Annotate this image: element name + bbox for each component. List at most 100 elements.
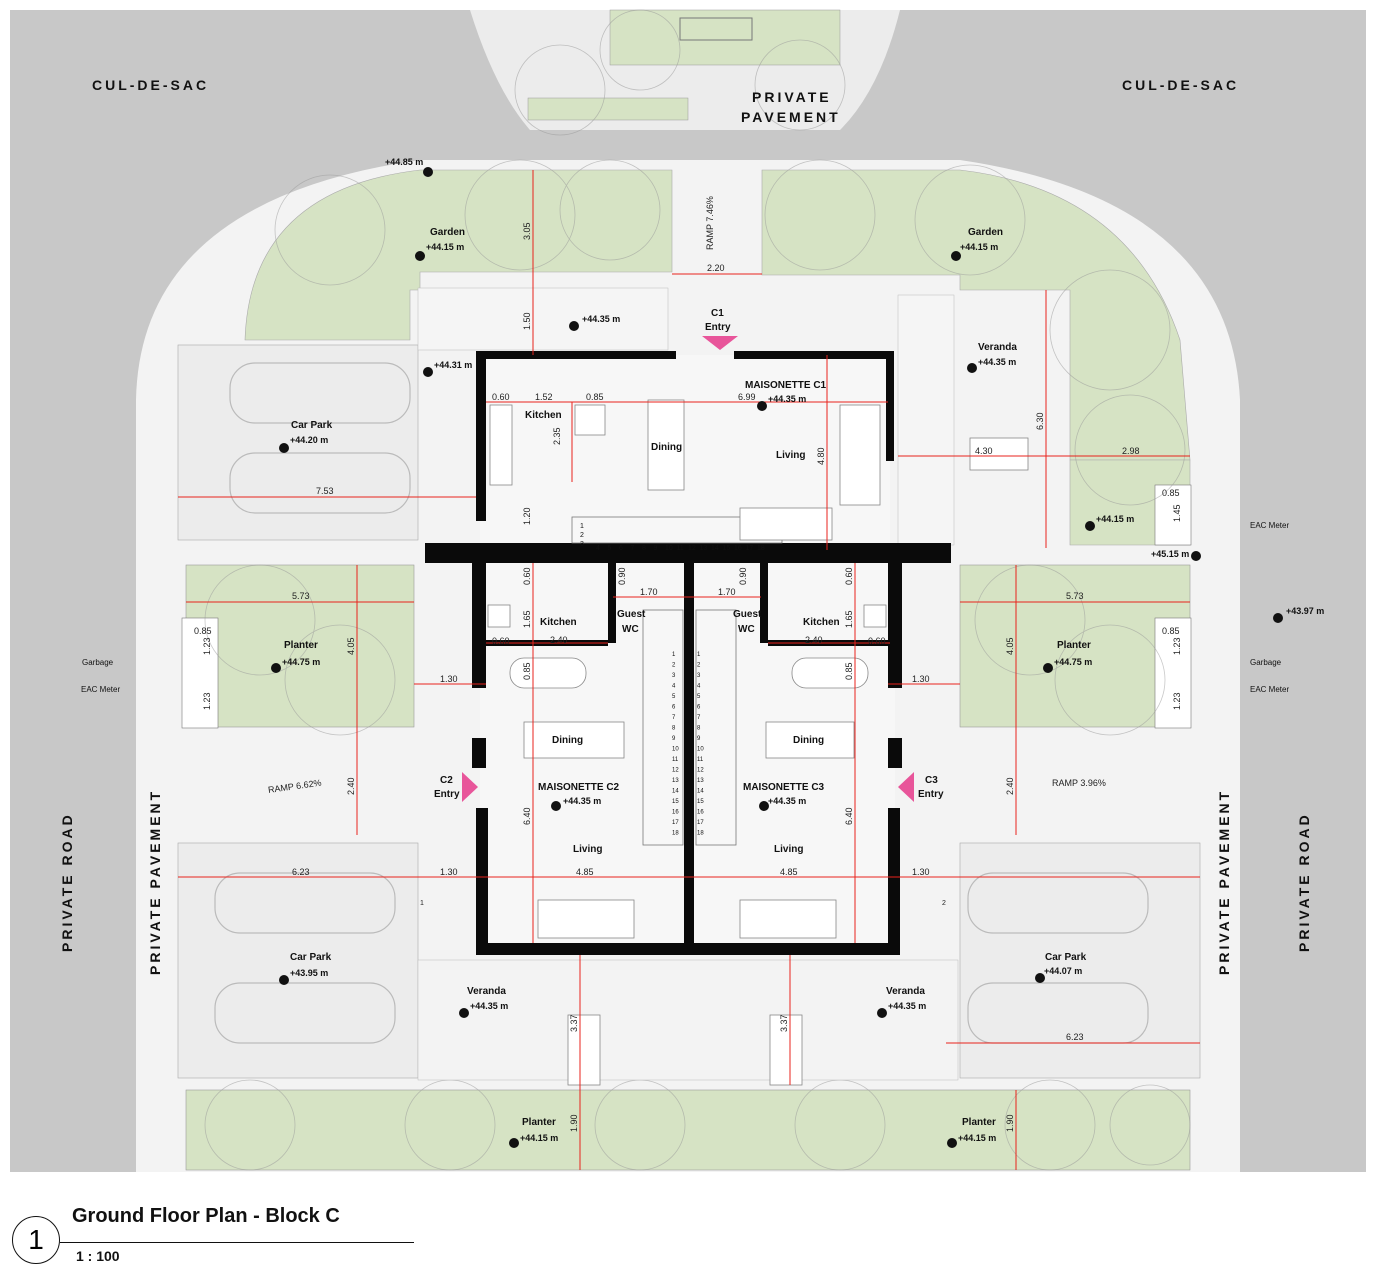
stair-step-c1: 15 <box>723 545 731 552</box>
private-pavement-left: PRIVATE PAVEMENT <box>147 789 163 975</box>
label-wc-c3: WC <box>738 624 755 635</box>
ramp-right: RAMP 3.96% <box>1052 778 1106 788</box>
top-planter-strip <box>527 97 689 121</box>
planter-right <box>959 564 1191 728</box>
level-entry-c1: +44.35 m <box>582 314 620 324</box>
dim-123-right-b: 1.23 <box>1172 692 1182 710</box>
label-kitchen-c2: Kitchen <box>540 617 577 628</box>
stair-step-c3: 15 <box>697 799 704 805</box>
stair-step-c3: 11 <box>697 757 704 763</box>
stair-step-c2: 7 <box>672 715 676 721</box>
level-pavement-right: +43.97 m <box>1286 606 1324 616</box>
dim-240-left: 2.40 <box>346 777 356 795</box>
dim-060-c3: 0.60 <box>844 567 854 585</box>
planter-left <box>185 564 415 728</box>
level-veranda-c2: +44.35 m <box>470 1001 508 1011</box>
label-wc-c2: WC <box>622 624 639 635</box>
stair-step-c1: 6 <box>619 545 623 552</box>
entry-arrow-c1 <box>702 336 738 350</box>
level-markers <box>271 167 1283 1148</box>
veranda-bottom <box>417 959 959 1081</box>
label-c1-entry: Entry <box>705 322 731 333</box>
dim-623-left: 6.23 <box>292 867 310 877</box>
stair-step-c3: 7 <box>697 715 701 721</box>
dim-305: 3.05 <box>522 222 532 240</box>
level-garden-right: +44.15 m <box>960 242 998 252</box>
dim-240-right: 2.40 <box>1005 777 1015 795</box>
label-c3-entry: Entry <box>918 789 944 800</box>
stair-step-c3: 8 <box>697 726 701 732</box>
level-car-park-bottom-left: +43.95 m <box>290 968 328 978</box>
label-dining-c3: Dining <box>793 735 824 746</box>
dim-145: 1.45 <box>1172 504 1182 522</box>
stair-step-c2: 17 <box>672 820 679 826</box>
entry-arrow-c2 <box>462 772 478 802</box>
level-top-corner: +44.85 m <box>385 157 423 167</box>
bin-store-right <box>1154 617 1192 729</box>
dim-623-right: 6.23 <box>1066 1032 1084 1042</box>
stair-step-c3: 10 <box>697 747 704 753</box>
stair-step-c2: 8 <box>672 726 676 732</box>
private-road-left: PRIVATE ROAD <box>59 812 75 952</box>
dim-480: 4.80 <box>816 447 826 465</box>
dim-699: 6.99 <box>738 392 756 402</box>
label-living-c3: Living <box>774 844 803 855</box>
stair-step-c1: 2 <box>580 532 584 539</box>
label-c2-number: C2 <box>440 775 453 786</box>
level-maisonette-c1: +44.35 m <box>768 394 806 404</box>
dim-090-c3: 0.90 <box>738 567 748 585</box>
stair-step-c2: 15 <box>672 799 679 805</box>
stair-step-c1: 7 <box>631 545 635 552</box>
bench <box>679 17 753 41</box>
level-planter-right: +44.75 m <box>1054 657 1092 667</box>
grid-marker-1: 1 <box>420 900 424 907</box>
label-living-c1: Living <box>776 450 805 461</box>
stair-step-c1: 9 <box>654 545 658 552</box>
label-car-park-bottom-right: Car Park <box>1045 952 1087 963</box>
label-planter-bottom-left: Planter <box>522 1117 556 1128</box>
label-dining-c2: Dining <box>552 735 583 746</box>
stair-step-c3: 18 <box>697 831 704 837</box>
dim-573-right: 5.73 <box>1066 591 1084 601</box>
drawing-number: 1 <box>12 1216 60 1264</box>
dim-165-c3: 1.65 <box>844 610 854 628</box>
stair-step-c2: 6 <box>672 705 676 711</box>
level-maisonette-c3: +44.35 m <box>768 796 806 806</box>
label-planter-bottom-right: Planter <box>962 1117 996 1128</box>
stair-step-c1: 12 <box>688 545 696 552</box>
dim-123-right-a: 1.23 <box>1172 637 1182 655</box>
label-garden-right: Garden <box>968 227 1003 238</box>
dim-085-a: 0.85 <box>586 392 604 402</box>
meter-box-top-right <box>1154 484 1192 546</box>
dim-085-c2: 0.85 <box>522 662 532 680</box>
level-maisonette-c2: +44.35 m <box>563 796 601 806</box>
dim-060-a: 0.60 <box>492 392 510 402</box>
label-c3-number: C3 <box>925 775 938 786</box>
dim-430: 4.30 <box>975 446 993 456</box>
level-planter-left: +44.75 m <box>282 657 320 667</box>
level-planter-bottom-left: +44.15 m <box>520 1133 558 1143</box>
level-veranda-c1: +44.35 m <box>978 357 1016 367</box>
ramp-top: RAMP 7.46% <box>705 196 715 250</box>
label-planter-right: Planter <box>1057 640 1091 651</box>
stair-step-c3: 14 <box>697 789 704 795</box>
stair-step-c3: 13 <box>697 778 704 784</box>
stair-step-c1: 18 <box>757 545 765 552</box>
stair-step-c2: 18 <box>672 831 679 837</box>
label-eac-meter-left: EAC Meter <box>81 685 120 694</box>
dim-130-right-b: 1.30 <box>912 867 930 877</box>
stair-step-c3: 16 <box>697 810 704 816</box>
dim-298: 2.98 <box>1122 446 1140 456</box>
walls <box>425 351 951 955</box>
stair-step-c1: 14 <box>711 545 719 552</box>
dim-220: 2.20 <box>707 263 725 273</box>
ground-floor-plan: CUL-DE-SAC CUL-DE-SAC PRIVATE PAVEMENT P… <box>10 9 1366 1172</box>
bin-store-left <box>181 617 219 729</box>
stair-step-c1: 10 <box>665 545 673 552</box>
dim-130-right-a: 1.30 <box>912 674 930 684</box>
stair-step-c3: 5 <box>697 694 701 700</box>
label-kitchen-c1: Kitchen <box>525 410 562 421</box>
label-kitchen-c3: Kitchen <box>803 617 840 628</box>
dim-120: 1.20 <box>522 507 532 525</box>
top-bench-planter <box>609 9 841 66</box>
